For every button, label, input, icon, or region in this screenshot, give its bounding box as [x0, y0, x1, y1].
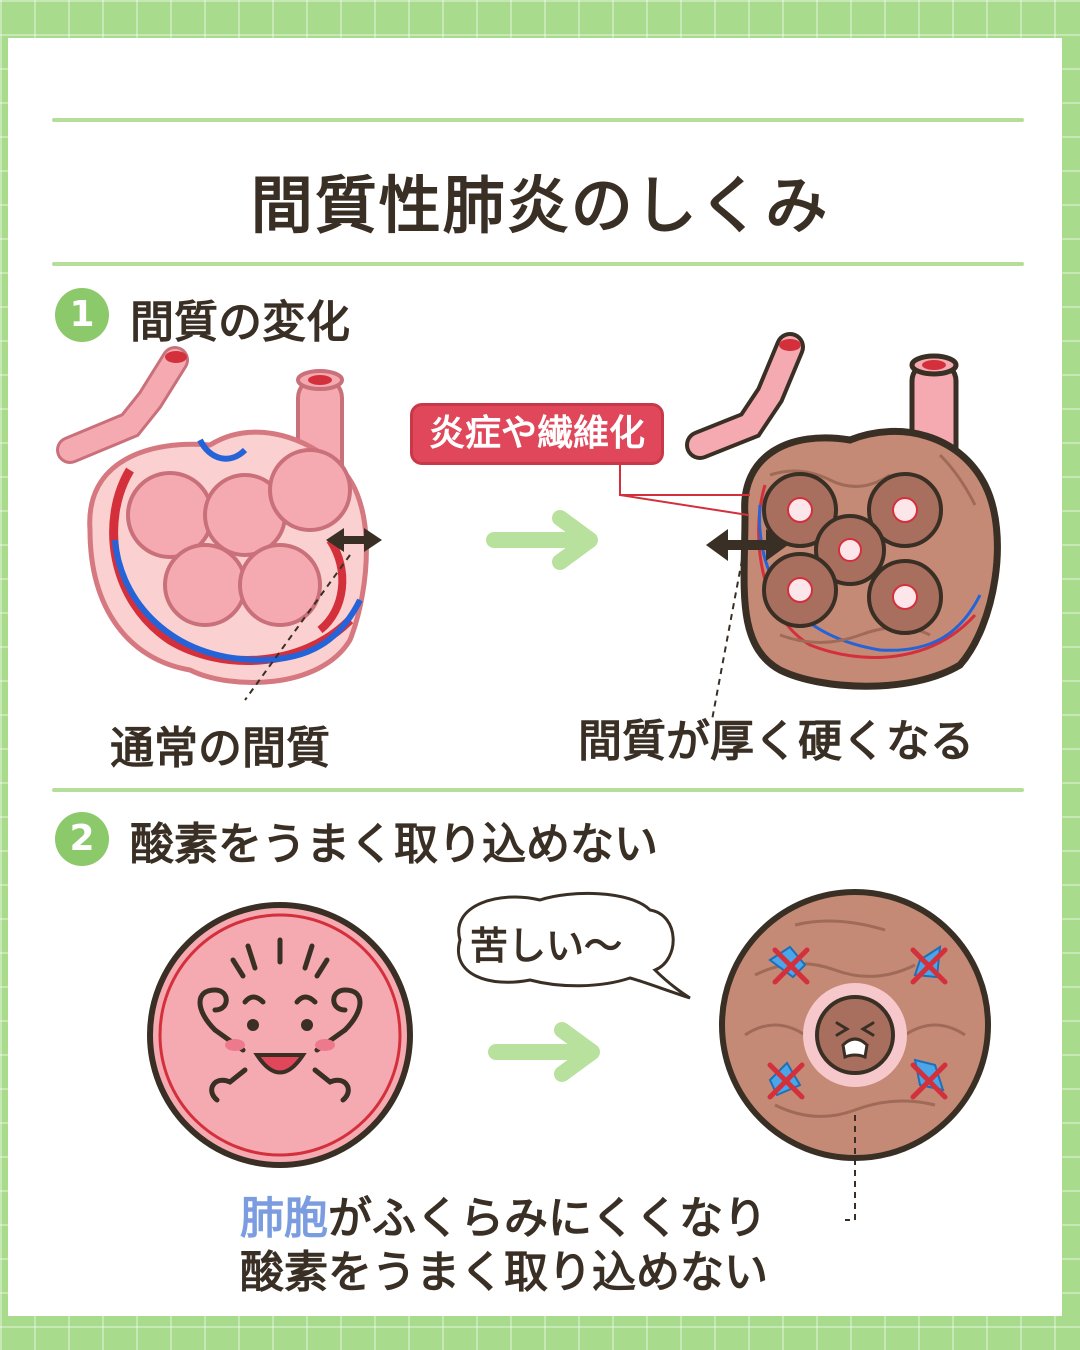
title-rule: [52, 262, 1024, 266]
bottom-text-line1: 肺胞がふくらみにくくなり: [240, 1182, 860, 1246]
section2-title: 酸素をうまく取り込めない: [130, 819, 658, 870]
section1-title: 間質の変化: [130, 297, 350, 348]
suffering-speech-text: 苦しい〜: [470, 924, 623, 968]
bottom-text-line1-rest: がふくらみにくくなり: [328, 1193, 768, 1244]
section2-number-badge: 2: [55, 812, 109, 866]
arrow-right-icon-2: [488, 1022, 600, 1082]
normal-interstitium-label: 通常の間質: [110, 723, 330, 774]
normal-alveoli-illustration: [56, 346, 382, 701]
inflammation-badge: 炎症や繊維化: [410, 403, 665, 465]
speech-bubble: [456, 892, 691, 1000]
fibrotic-alveoli-illustration: [685, 332, 1001, 721]
section1-number-badge: 1: [55, 288, 109, 342]
alveolus-highlight: 肺胞: [240, 1193, 328, 1244]
bottom-text-line2: 酸素をうまく取り込めない: [240, 1247, 768, 1298]
top-rule: [52, 118, 1024, 122]
section-divider: [52, 788, 1024, 792]
page-title: 間質性肺炎のしくみ: [250, 169, 830, 242]
arrow-right-icon: [486, 510, 598, 570]
suffering-alveolus-illustration: [719, 889, 991, 1221]
happy-alveolus-illustration: [147, 902, 413, 1168]
badge-connector-lines: [619, 460, 750, 516]
thickened-interstitium-label: 間質が厚く硬くなる: [578, 716, 974, 767]
